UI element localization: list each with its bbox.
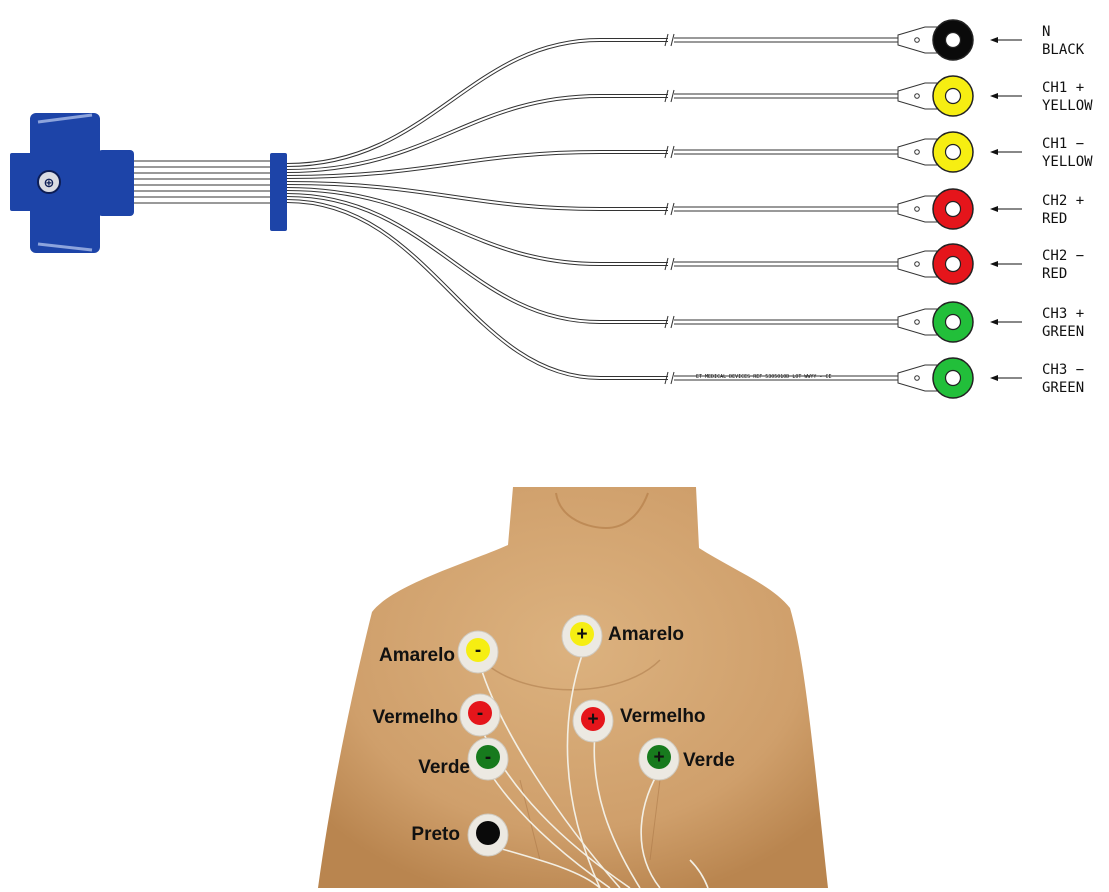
electrode-sign: - [477,703,483,724]
electrode-sign: - [475,640,481,661]
electrode-label: Amarelo [608,624,684,645]
electrode-label: Preto [411,824,460,845]
trunk-connector: ⊕ [10,113,134,253]
torso-placement: -Amarelo+Amarelo-Vermelho+Vermelho-Verde… [318,487,828,888]
electrode-sign: + [576,624,587,645]
electrode-dot [476,821,500,845]
lead-row: CH1 − YELLOW [287,132,1093,177]
electrode-sign: + [587,709,598,730]
lead-color-name: RED [1042,266,1067,282]
snap-connector-icon [933,132,973,172]
svg-text:⊕: ⊕ [44,176,55,191]
snap-connector-icon [933,189,973,229]
snap-connector-icon [933,302,973,342]
snap-connector-icon [933,358,973,398]
trunk-wires [134,161,272,203]
cable-print: ET MEDICAL DEVICES REF 5305010D LOT WWYY… [696,374,831,380]
lead-code: CH1 − [1042,136,1084,152]
lead-color-name: RED [1042,211,1067,227]
electrode-label: Vermelho [620,706,706,727]
snap-connector-icon [933,244,973,284]
lead-code: CH3 − [1042,362,1084,378]
electrode-label: Verde [418,757,470,778]
lead-color-name: GREEN [1042,380,1084,396]
lead-code: CH2 + [1042,193,1084,209]
lead-code: CH1 + [1042,80,1084,96]
electrode-sign: + [653,747,664,768]
electrode-sign: - [485,747,491,768]
lead-color-name: YELLOW [1042,154,1093,170]
lead-color-name: BLACK [1042,42,1085,58]
cable-splitter [270,153,287,231]
lead-code: CH2 − [1042,248,1084,264]
lead-code: CH3 + [1042,306,1084,322]
electrode-label: Verde [683,750,735,771]
lead-row: CH2 + RED [287,183,1084,229]
lead-code: N [1042,24,1050,40]
snap-connector-icon [933,76,973,116]
electrode-label: Vermelho [372,707,458,728]
electrode-label: Amarelo [379,645,455,666]
snap-connector-icon [933,20,973,60]
lead-color-name: YELLOW [1042,98,1093,114]
lead-color-name: GREEN [1042,324,1084,340]
